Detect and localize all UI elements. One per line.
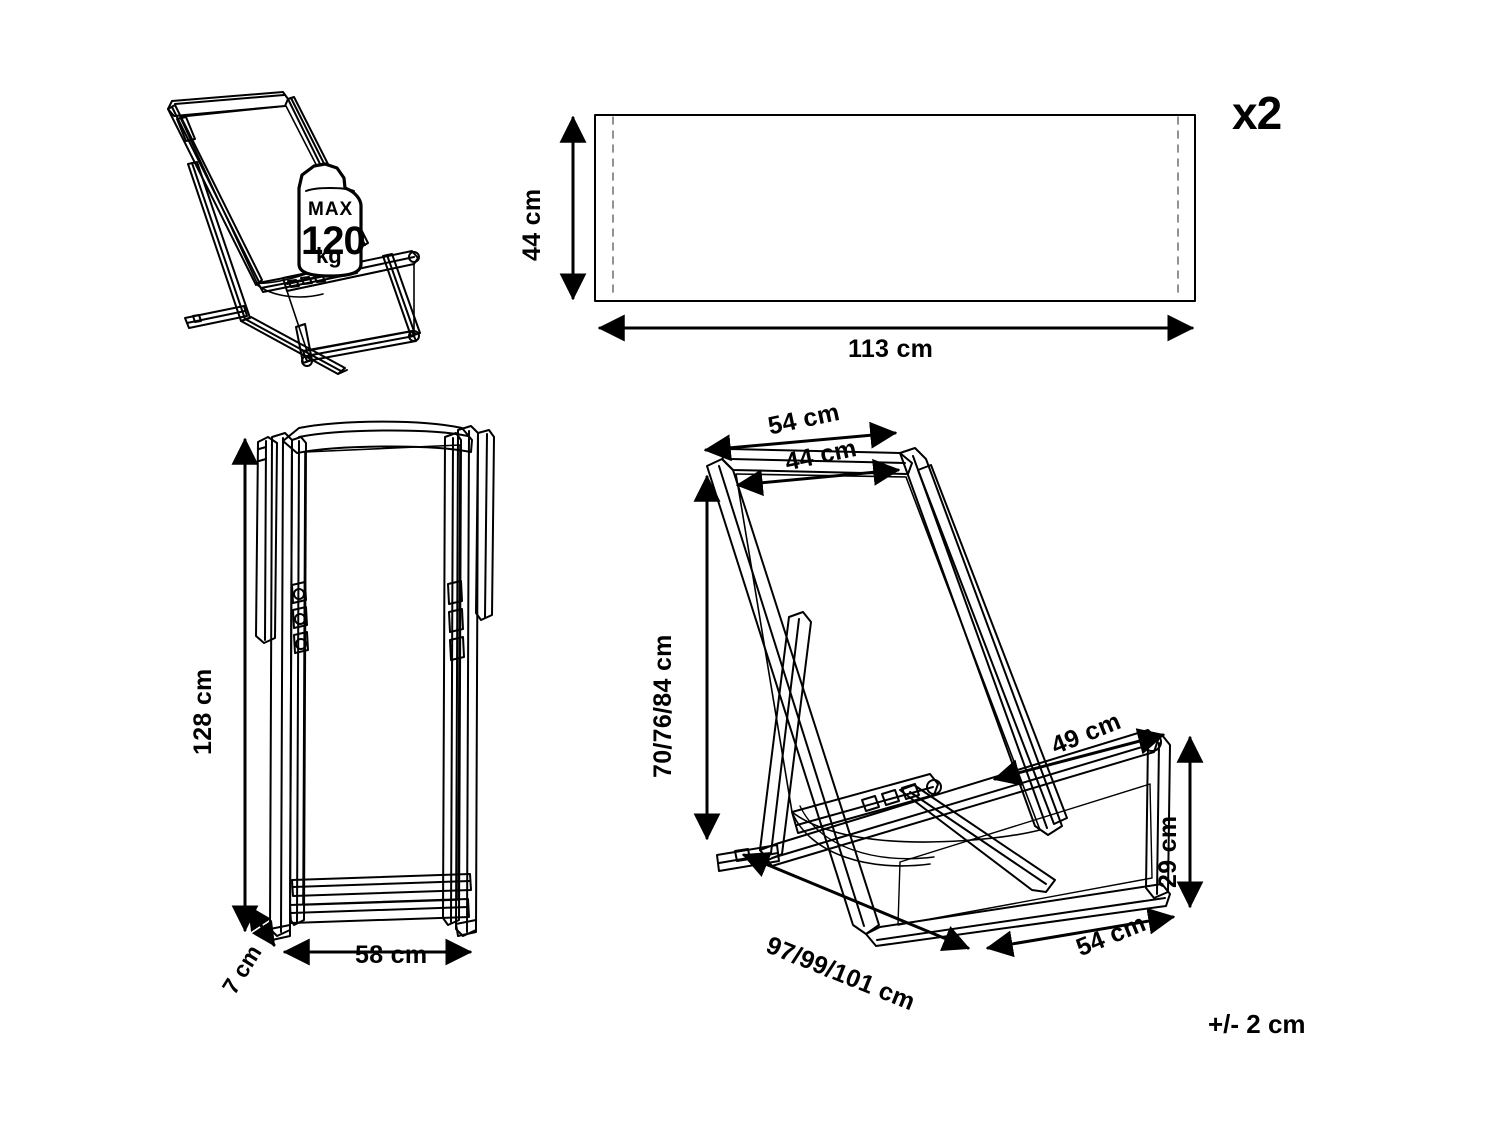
- folded-height-label: 128 cm: [189, 668, 217, 755]
- fabric-height-label: 44 cm: [518, 188, 546, 261]
- open-bottom-width-dimension-line: [985, 907, 1176, 958]
- open-depth-dimension-line: [741, 852, 971, 951]
- open-seat-height-label: 29 cm: [1154, 815, 1182, 888]
- max-load-word: MAX: [308, 199, 354, 220]
- fabric-width-label: 113 cm: [848, 335, 934, 363]
- chair-isometric-load-art: [167, 91, 421, 375]
- max-load-weight-icon: [297, 162, 363, 278]
- open-top-inner-dimension-line: [735, 458, 901, 497]
- folded-depth-dimension-line: [247, 905, 276, 947]
- open-top-outer-dimension-line: [703, 421, 898, 462]
- open-height-label: 70/76/84 cm: [649, 634, 677, 778]
- open-armrest-dimension-line: [992, 728, 1166, 786]
- folded-width-label: 58 cm: [355, 941, 428, 969]
- chair-folded-art: [255, 420, 495, 941]
- max-load-unit: kg: [316, 243, 342, 268]
- tolerance-note: +/- 2 cm: [1208, 1009, 1306, 1039]
- fabric-panel-art: [594, 114, 1196, 302]
- chair-open-art: [706, 447, 1171, 947]
- fabric-quantity-label: x2: [1232, 87, 1282, 139]
- max-load-value: 120: [301, 219, 366, 263]
